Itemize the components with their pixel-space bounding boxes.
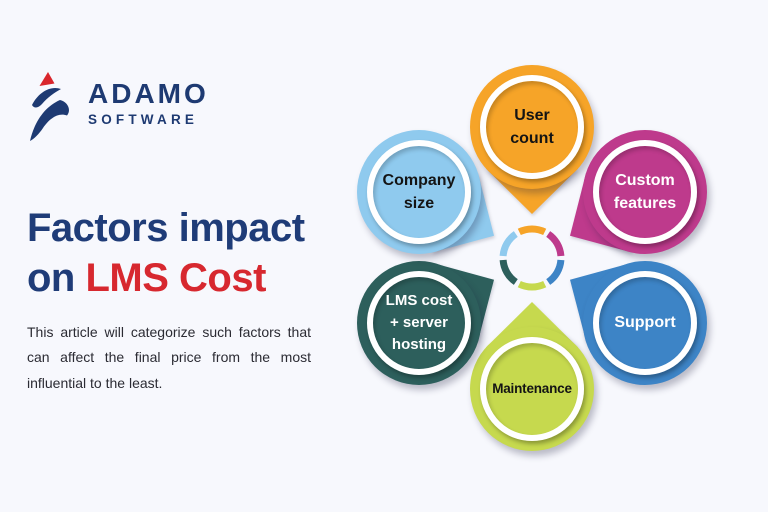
page-title-highlight: LMS Cost	[85, 255, 266, 300]
page-title: Factors impact on LMS Cost	[27, 204, 305, 303]
adamo-logo-icon	[30, 72, 69, 141]
bubble-label: hosting	[391, 335, 447, 353]
logo-upper-swoosh	[32, 87, 61, 108]
bubble-label: count	[510, 130, 554, 147]
bubble-label: Custom	[615, 171, 675, 189]
bubble-label: + server	[390, 314, 448, 332]
ring-segment-teal	[499, 259, 518, 285]
logo-subtitle: SOFTWARE	[88, 112, 199, 127]
logo-text: ADAMO SOFTWARE	[88, 80, 209, 127]
bubble-user-count: User count	[470, 65, 594, 189]
page-title-line2: on LMS Cost	[27, 254, 305, 304]
ring-segment-lightblue	[499, 231, 518, 257]
bubble-label: features	[613, 195, 677, 212]
bubble-label: Support	[614, 314, 676, 332]
logo-main-swoosh	[30, 100, 69, 141]
bubble-company-size: Company size	[357, 130, 481, 254]
bubble-support: Support	[583, 261, 707, 385]
ring-segment-orange	[517, 225, 547, 236]
bubble-label: LMS cost	[385, 292, 453, 310]
bubble-maintenance: Maintenance	[470, 327, 594, 451]
adamo-logo: ADAMO SOFTWARE	[30, 68, 209, 144]
description-text: This article will categorize such factor…	[27, 324, 311, 391]
bubble-custom-features: Custom features	[583, 130, 707, 254]
ring-segment-lime	[517, 280, 547, 291]
ring-segment-blue	[546, 259, 565, 285]
bubble-label: size	[403, 195, 435, 212]
logo-red-triangle	[39, 72, 55, 86]
bubble-lms-cost-server-hosting: LMS cost + server hosting	[357, 261, 481, 385]
page-title-line2-prefix: on	[27, 255, 86, 300]
bubble-label: Maintenance	[492, 381, 572, 397]
page-title-line1: Factors impact	[27, 206, 305, 250]
bubble-label: User	[514, 106, 550, 124]
ring-segment-magenta	[546, 231, 565, 257]
logo-brand: ADAMO	[88, 78, 209, 109]
bubble-label: Company	[382, 171, 456, 189]
